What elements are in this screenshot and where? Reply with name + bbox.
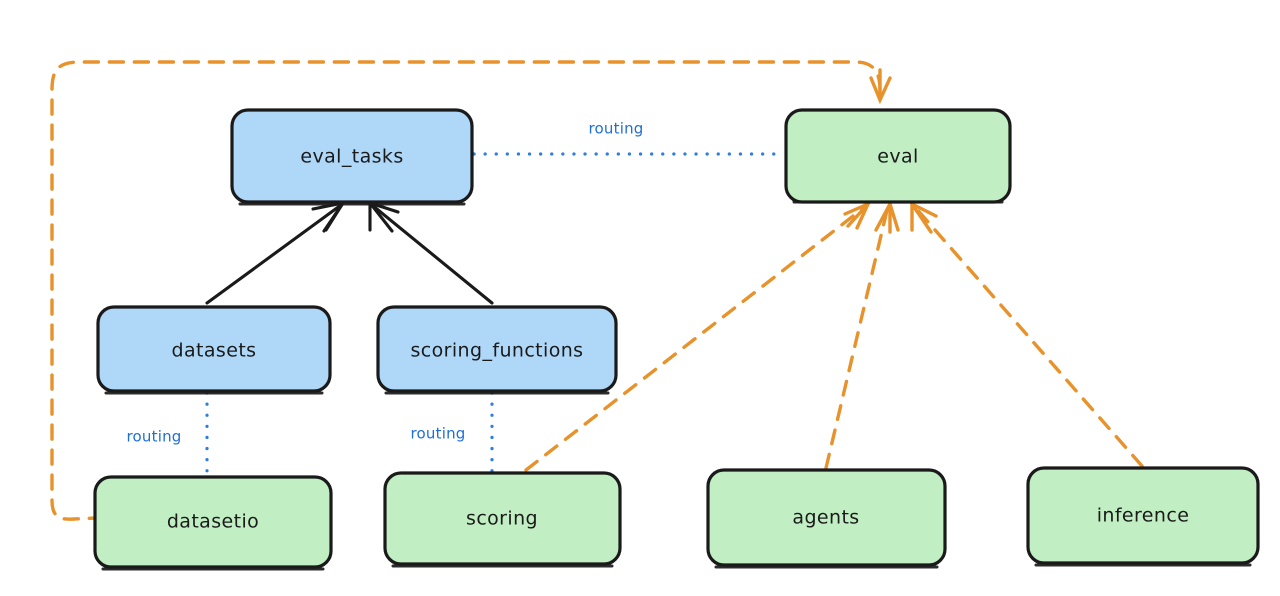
node-eval-box[interactable] [784, 108, 1012, 204]
node-scoring-functions-box[interactable] [376, 305, 618, 393]
node-eval-tasks-box[interactable] [230, 108, 474, 204]
node-eval-tasks[interactable]: eval_tasks [230, 108, 474, 206]
node-scoring-box[interactable] [383, 471, 622, 566]
node-eval-label: eval [877, 146, 918, 168]
edge-datasets-to-eval_tasks [205, 200, 347, 305]
node-inference-box[interactable] [1026, 466, 1260, 565]
edge-label-routing-datasetio: routing [127, 428, 182, 446]
edge-eval-to-datasetio [50, 60, 892, 521]
node-agents-label: agents [792, 507, 859, 529]
edge-inference-to-eval [910, 201, 1144, 468]
node-datasetio-box[interactable] [93, 475, 333, 569]
edge-agents-to-eval [824, 199, 900, 470]
node-scoring-label: scoring [466, 508, 538, 530]
node-datasetio[interactable]: datasetio [93, 475, 333, 571]
node-scoring-functions-label: scoring_functions [411, 340, 584, 362]
node-agents[interactable]: agents [706, 468, 947, 569]
node-datasets-label: datasets [172, 340, 257, 362]
node-agents-box[interactable] [706, 468, 947, 567]
node-scoring[interactable]: scoring [383, 471, 622, 568]
edge-scoring-to-eval [524, 200, 872, 472]
node-scoring-functions[interactable]: scoring_functions [376, 305, 618, 395]
node-eval[interactable]: eval [784, 108, 1012, 204]
node-inference[interactable]: inference [1026, 466, 1260, 567]
edge-label-routing-eval: routing [589, 120, 644, 138]
node-datasets[interactable]: datasets [96, 305, 332, 395]
node-datasetio-label: datasetio [167, 511, 259, 533]
edge-scoring_functions-to-eval_tasks [368, 200, 494, 305]
edge-label-routing-scoring: routing [411, 425, 466, 443]
node-eval-tasks-label: eval_tasks [300, 146, 403, 168]
node-datasets-box[interactable] [96, 305, 332, 393]
node-inference-label: inference [1097, 505, 1190, 527]
